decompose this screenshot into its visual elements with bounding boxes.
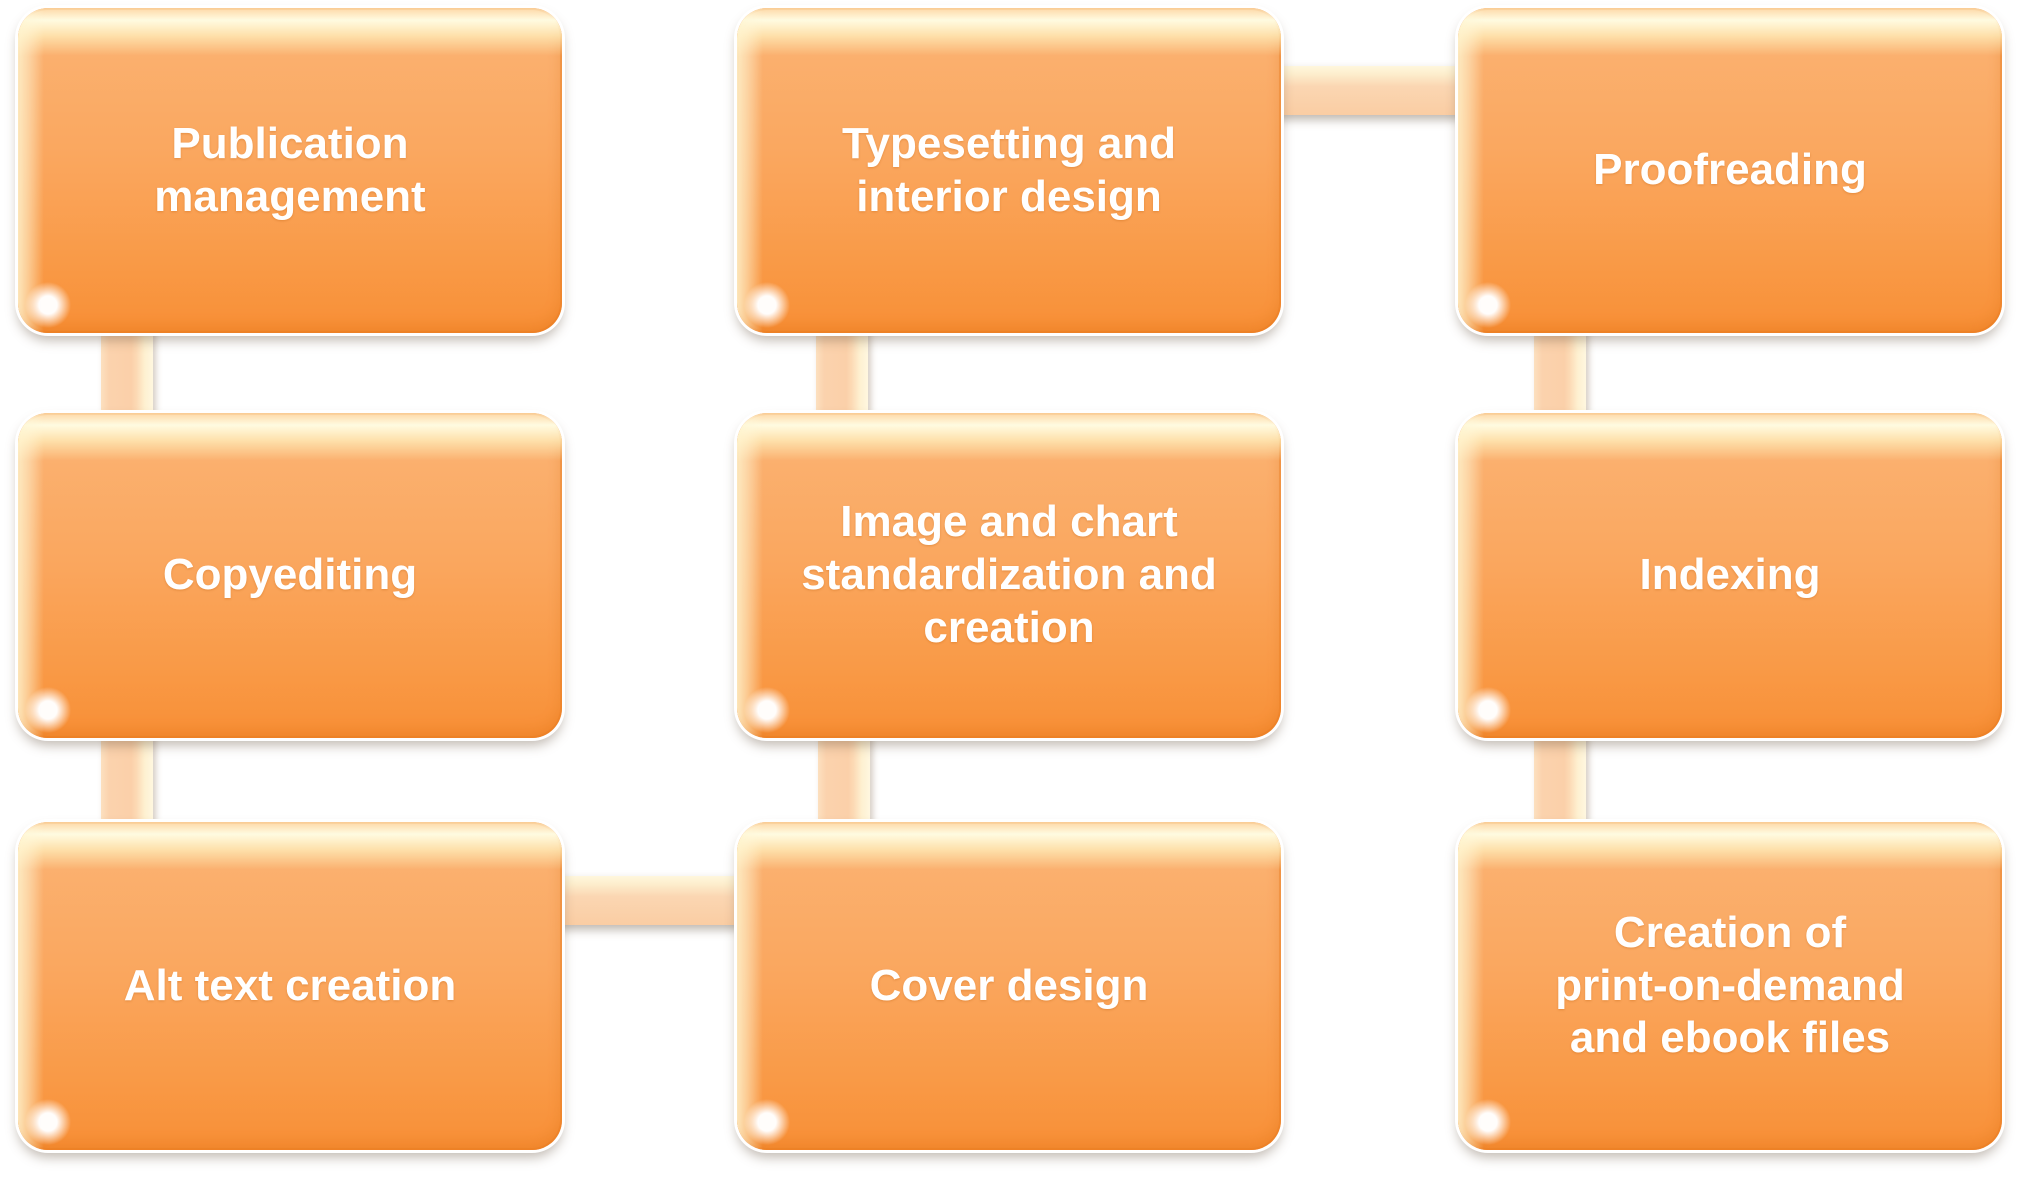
connector-alt-text-creation-to-cover-design (548, 876, 750, 925)
connector-proofreading-to-indexing (1534, 320, 1586, 420)
node-label: Typesetting and interior design (841, 118, 1177, 221)
connector-indexing-to-print-on-demand (1534, 730, 1586, 829)
node-copyediting: Copyediting (18, 413, 562, 738)
node-label: Alt text creation (123, 960, 457, 1010)
node-label: Indexing (1639, 550, 1821, 600)
connector-publication-management-to-copyediting (101, 320, 153, 420)
node-alt-text-creation: Alt text creation (18, 822, 562, 1150)
node-print-on-demand-ebook-files: Creation of print-on-demand and ebook fi… (1458, 822, 2002, 1150)
node-proofreading: Proofreading (1458, 8, 2002, 333)
connector-copyediting-to-alt-text-creation (101, 730, 153, 829)
node-typesetting-interior-design: Typesetting and interior design (737, 8, 1281, 333)
node-label: Cover design (869, 960, 1149, 1010)
connector-typesetting-to-proofreading (1263, 66, 1470, 115)
node-indexing: Indexing (1458, 413, 2002, 738)
node-label: Proofreading (1593, 145, 1867, 195)
connector-cover-design-to-image-chart-standardization (818, 730, 870, 829)
node-label: Publication management (154, 118, 426, 221)
node-image-chart-standardization: Image and chart standardization and crea… (737, 413, 1281, 738)
node-publication-management: Publication management (18, 8, 562, 333)
node-label: Creation of print-on-demand and ebook fi… (1555, 907, 1905, 1063)
connector-image-chart-standardization-to-typesetting (816, 320, 868, 420)
node-label: Image and chart standardization and crea… (801, 497, 1217, 652)
node-cover-design: Cover design (737, 822, 1281, 1150)
node-label: Copyediting (162, 550, 418, 600)
